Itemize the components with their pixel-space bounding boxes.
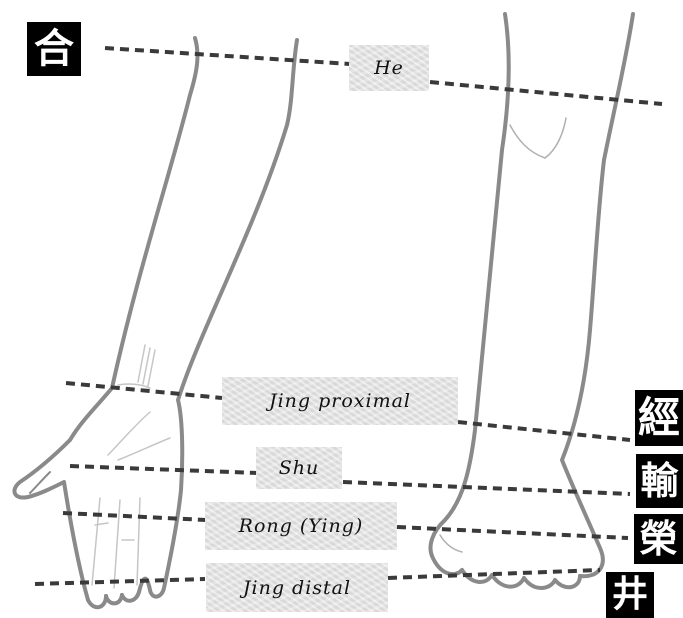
- jing-distal-label: Jing distal: [206, 563, 388, 612]
- he-label: He: [349, 45, 429, 91]
- jing-proximal-label: Jing proximal: [222, 377, 458, 425]
- shu-level-line: [70, 466, 258, 473]
- leg-detail-lines: [440, 118, 566, 552]
- shu-character: 輸: [636, 454, 683, 508]
- rong-character: 榮: [634, 514, 683, 564]
- jing-proximal-character: 經: [635, 390, 683, 446]
- jing-proximal-level-line-right: [458, 422, 630, 440]
- rong-level-line: [63, 513, 206, 520]
- he-level-line-right: [430, 82, 662, 104]
- jing-distal-character: 井: [606, 572, 654, 618]
- shu-level-line-right: [343, 482, 630, 494]
- jing-distal-level-line: [35, 579, 205, 584]
- rong-label: Rong (Ying): [205, 502, 397, 550]
- shu-label: Shu: [256, 447, 342, 489]
- he-character: 合: [27, 22, 81, 76]
- he-level-line: [105, 48, 350, 64]
